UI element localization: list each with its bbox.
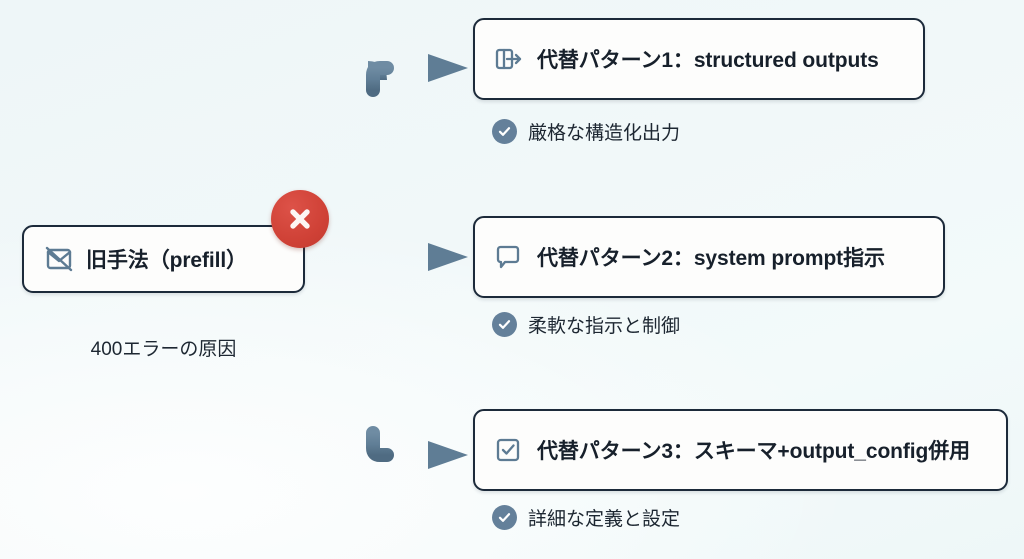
outcome-caption-3: 詳細な定義と設定 (492, 504, 680, 531)
source-caption: 400エラーの原因 (90, 339, 237, 360)
outcome-label-3: 代替パターン3：スキーマ+output_config併用 (537, 440, 971, 463)
panel-export-icon (491, 42, 525, 76)
check-circle-icon (492, 312, 517, 337)
outcome-box-3[interactable]: 代替パターン3：スキーマ+output_config併用 (473, 409, 1008, 491)
outcome-caption-text-1: 厳格な構造化出力 (528, 123, 681, 144)
source-node[interactable]: 旧手法（prefill） (22, 225, 305, 293)
check-circle-icon (492, 505, 517, 530)
outcome-box-2[interactable]: 代替パターン2：system prompt指示 (473, 216, 945, 298)
outcome-caption-2: 柔軟な指示と制御 (492, 311, 680, 338)
outcome-label-1: 代替パターン1：structured outputs (537, 49, 879, 72)
outcome-caption-text-3: 詳細な定義と設定 (528, 509, 681, 530)
no-prefill-icon (40, 240, 78, 278)
outcome-box-1[interactable]: 代替パターン1：structured outputs (473, 18, 925, 100)
outcome-label-2: 代替パターン2：system prompt指示 (537, 247, 885, 270)
check-circle-icon (492, 119, 517, 144)
outcome-caption-text-2: 柔軟な指示と制御 (528, 316, 681, 337)
checkbox-icon (491, 433, 525, 467)
error-x-icon (271, 190, 329, 248)
speech-bubble-icon (491, 240, 525, 274)
source-node-label: 旧手法（prefill） (86, 249, 247, 272)
outcome-caption-1: 厳格な構造化出力 (492, 118, 680, 145)
